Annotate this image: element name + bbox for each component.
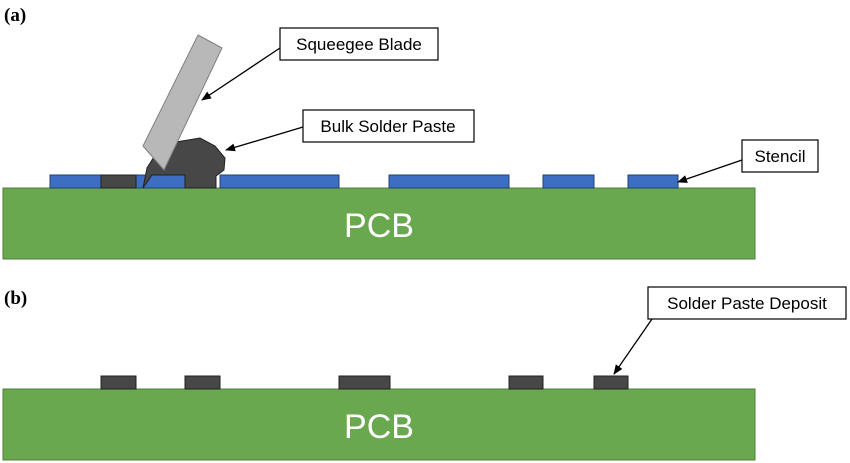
solder-paste-deposit	[100, 375, 137, 390]
callout-box	[647, 286, 847, 320]
solder-paste-deposit	[593, 375, 629, 390]
callout-text-squeegee-blade: Squeegee Blade	[296, 35, 422, 54]
pcb-board-b	[2, 388, 756, 461]
stencil-segment	[219, 174, 340, 189]
squeegee-blade	[142, 34, 223, 171]
callout-squeegee-blade: Squeegee Blade	[201, 27, 439, 101]
stencil-segment	[388, 174, 510, 189]
panel-a-label: (a)	[4, 5, 26, 26]
stencil-segment	[49, 174, 102, 189]
stencil-segment	[627, 174, 679, 189]
panel-b: (b) PCB Solder Paste Deposit	[2, 286, 847, 461]
panel-b-label: (b)	[4, 288, 27, 309]
callout-text-solder-paste-deposit: Solder Paste Deposit	[667, 294, 827, 313]
stencil-segment	[542, 174, 595, 189]
pcb-label-a: PCB	[344, 207, 414, 245]
callout-box	[279, 27, 439, 61]
panel-a: (a) PCB Squeegee Blade Bulk Solder Paste	[2, 5, 819, 260]
callout-solder-paste-deposit: Solder Paste Deposit	[613, 286, 847, 375]
leader-arrow	[613, 318, 653, 375]
solder-paste-deposit	[184, 375, 221, 390]
leader-arrow	[677, 159, 743, 183]
callout-box	[302, 109, 475, 143]
leader-arrow	[225, 126, 304, 152]
callout-stencil: Stencil	[677, 139, 819, 183]
solder-paste-deposit	[508, 375, 544, 390]
callout-text-bulk-solder-paste: Bulk Solder Paste	[320, 117, 455, 136]
solder-paste-deposit	[338, 375, 391, 390]
callout-bulk-solder-paste: Bulk Solder Paste	[225, 109, 475, 152]
callout-text-stencil: Stencil	[754, 147, 805, 166]
paste-in-aperture	[100, 174, 137, 189]
leader-arrow	[201, 47, 281, 101]
pcb-label-b: PCB	[344, 408, 414, 446]
callout-box	[741, 139, 819, 173]
pcb-board-a	[2, 187, 756, 260]
